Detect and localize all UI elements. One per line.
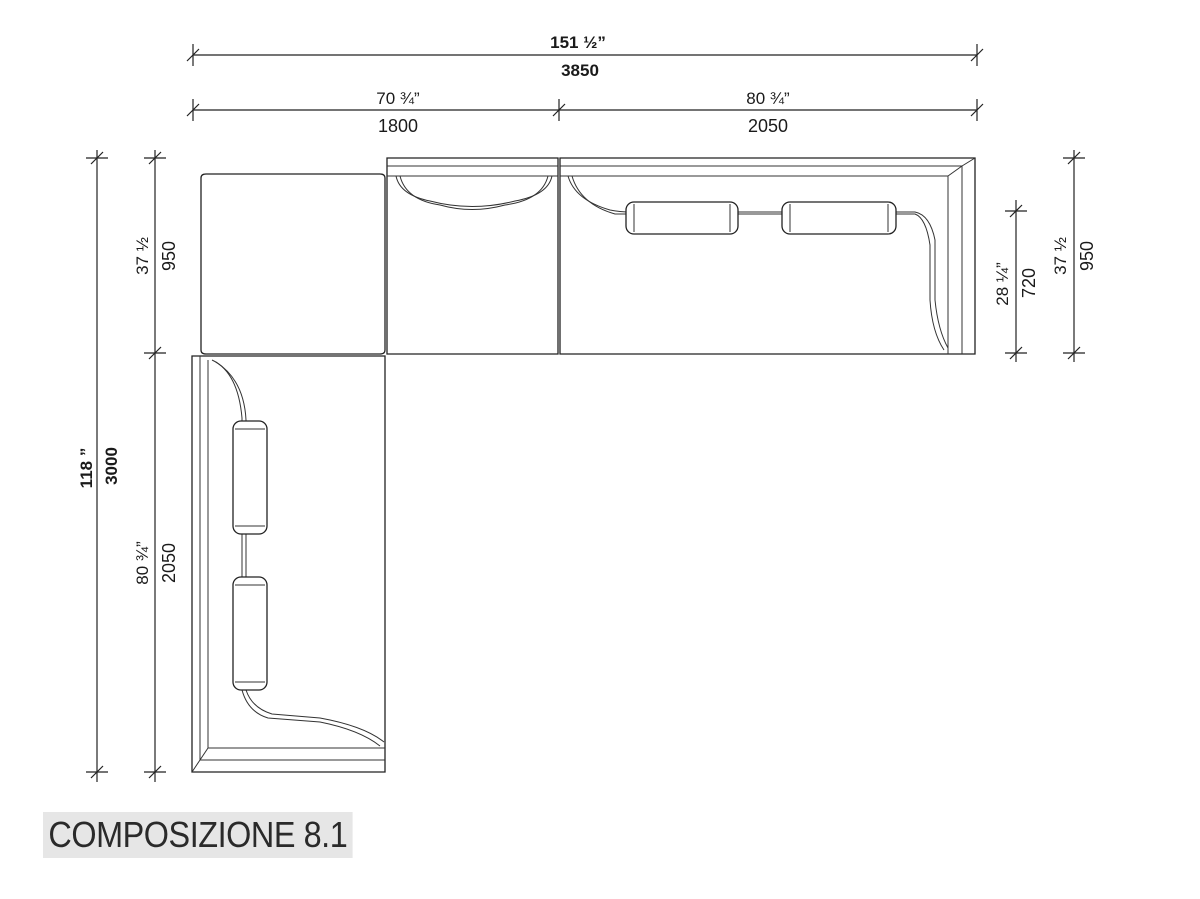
right-dimension-total: 37 ½ 950 — [1051, 150, 1097, 362]
middle-seat-module — [386, 157, 559, 355]
right-width-inches: 80 ¾” — [746, 89, 790, 108]
left-dimension-sections: 37 ½ 950 80 ¾” 2050 — [133, 150, 179, 782]
left-dimension-total: 118 ” 3000 — [77, 150, 121, 782]
corner-ottoman — [200, 173, 386, 355]
right-total-depth-mm: 950 — [1077, 241, 1097, 271]
left-width-mm: 1800 — [378, 116, 418, 136]
sofa-top-arm — [200, 157, 976, 355]
left-lower-depth-inches: 80 ¾” — [133, 541, 152, 585]
top-dimension-sections: 70 ¾” 1800 80 ¾” 2050 — [186, 89, 984, 136]
left-seat-module — [191, 355, 386, 773]
left-upper-depth-mm: 950 — [159, 241, 179, 271]
cushion-left-1 — [232, 420, 268, 535]
right-total-depth-inches: 37 ½ — [1051, 237, 1070, 275]
right-width-mm: 2050 — [748, 116, 788, 136]
left-width-inches: 70 ¾” — [376, 89, 420, 108]
total-depth-mm: 3000 — [102, 447, 121, 485]
top-dimension-total: 151 ½” 3850 — [186, 33, 984, 80]
left-lower-depth-mm: 2050 — [159, 543, 179, 583]
right-seat-module — [559, 157, 976, 355]
cushion-left-2 — [232, 576, 268, 691]
cushion-right-2 — [781, 201, 897, 235]
composition-caption: COMPOSIZIONE 8.1 — [43, 812, 353, 858]
right-seat-depth-inches: 28 ¼” — [993, 262, 1012, 306]
total-width-inches: 151 ½” — [550, 33, 606, 52]
total-width-mm: 3850 — [561, 61, 599, 80]
right-seat-depth-mm: 720 — [1019, 268, 1039, 298]
cushion-right-1 — [625, 201, 739, 235]
total-depth-inches: 118 ” — [77, 448, 96, 489]
sofa-left-arm — [191, 355, 386, 773]
left-upper-depth-inches: 37 ½ — [133, 237, 152, 275]
right-dimension-seat: 28 ¼” 720 — [993, 200, 1039, 362]
